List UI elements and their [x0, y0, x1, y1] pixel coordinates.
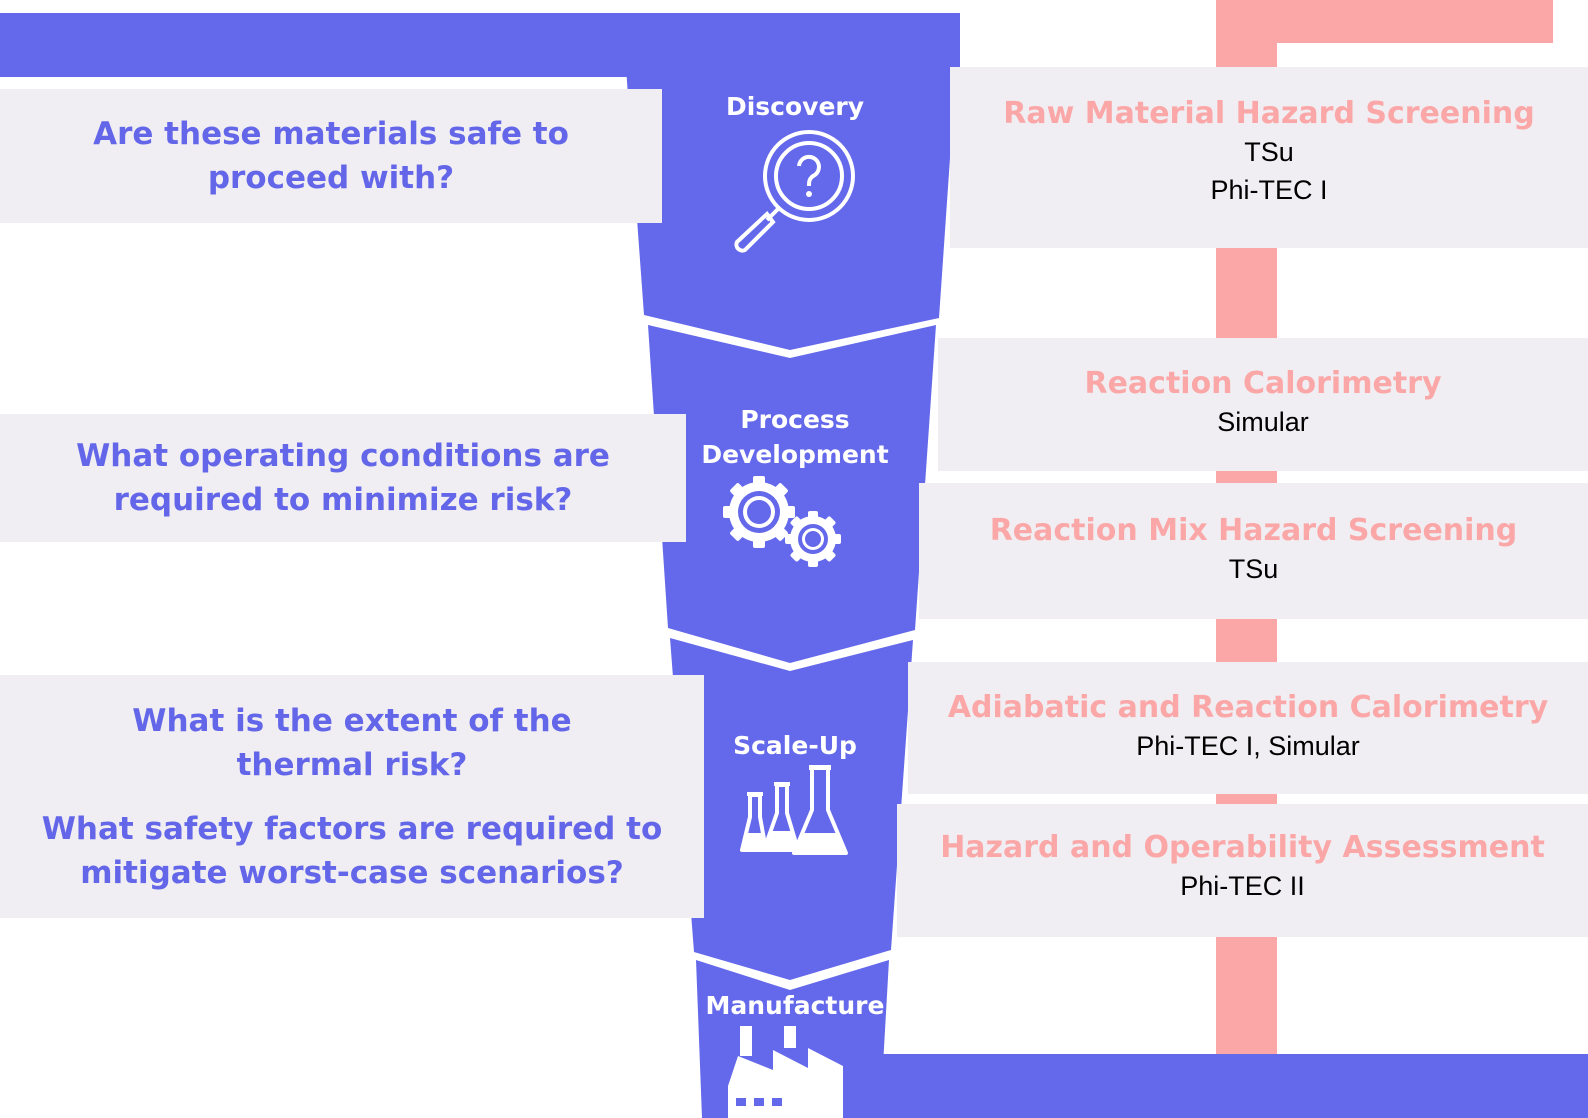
- stage-label-scale-up: Scale-Up: [733, 731, 857, 760]
- stage-label-manufacture: Manufacture: [705, 991, 885, 1020]
- funnel-segment-discovery: [622, 13, 960, 350]
- gears-icon: [723, 476, 841, 567]
- test-title: Reaction Calorimetry: [1084, 366, 1442, 401]
- test-box-hazop: Hazard and Operability Assessment Phi-TE…: [897, 804, 1588, 937]
- test-title: Reaction Mix Hazard Screening: [989, 513, 1518, 548]
- stage-label-process-development: Process Development: [701, 405, 889, 469]
- bottom-right-bar: [850, 1054, 1588, 1118]
- test-equipment: Phi-TEC I: [1210, 175, 1328, 205]
- stage-label-discovery: Discovery: [725, 92, 865, 121]
- funnel-segment-process: [648, 325, 936, 663]
- test-equipment: Phi-TEC II: [1180, 871, 1305, 901]
- test-title: Hazard and Operability Assessment: [940, 830, 1545, 865]
- test-equipment: Phi-TEC I, Simular: [1136, 731, 1360, 761]
- test-box-reaction-mix: Reaction Mix Hazard Screening TSu: [919, 483, 1588, 619]
- flasks-icon: [740, 765, 848, 855]
- test-box-raw-material: Raw Material Hazard Screening TSu Phi-TE…: [950, 67, 1588, 248]
- test-equipment: TSu: [1244, 137, 1294, 167]
- test-equipment: TSu: [1228, 554, 1279, 584]
- question-text: What is the extent of the thermal risk?: [132, 702, 572, 783]
- funnel-segment-scaleup: [670, 638, 913, 980]
- factory-icon: [728, 1026, 843, 1118]
- question-box-discovery: Are these materials safe to proceed with…: [0, 89, 662, 223]
- test-box-adiabatic: Adiabatic and Reaction Calorimetry Phi-T…: [908, 662, 1588, 794]
- magnifier-question-icon: [734, 130, 855, 253]
- test-title: Raw Material Hazard Screening: [1003, 96, 1535, 131]
- question-text: What operating conditions are required t…: [76, 438, 610, 518]
- test-box-reaction-calorimetry: Reaction Calorimetry Simular: [938, 338, 1588, 471]
- question-text: What safety factors are required to miti…: [41, 810, 663, 891]
- question-text: Are these materials safe to proceed with…: [93, 116, 569, 196]
- test-equipment: Simular: [1217, 407, 1309, 437]
- question-box-scale-up: What is the extent of the thermal risk? …: [0, 675, 704, 918]
- test-title: Adiabatic and Reaction Calorimetry: [947, 690, 1549, 725]
- question-box-process-development: What operating conditions are required t…: [0, 414, 686, 542]
